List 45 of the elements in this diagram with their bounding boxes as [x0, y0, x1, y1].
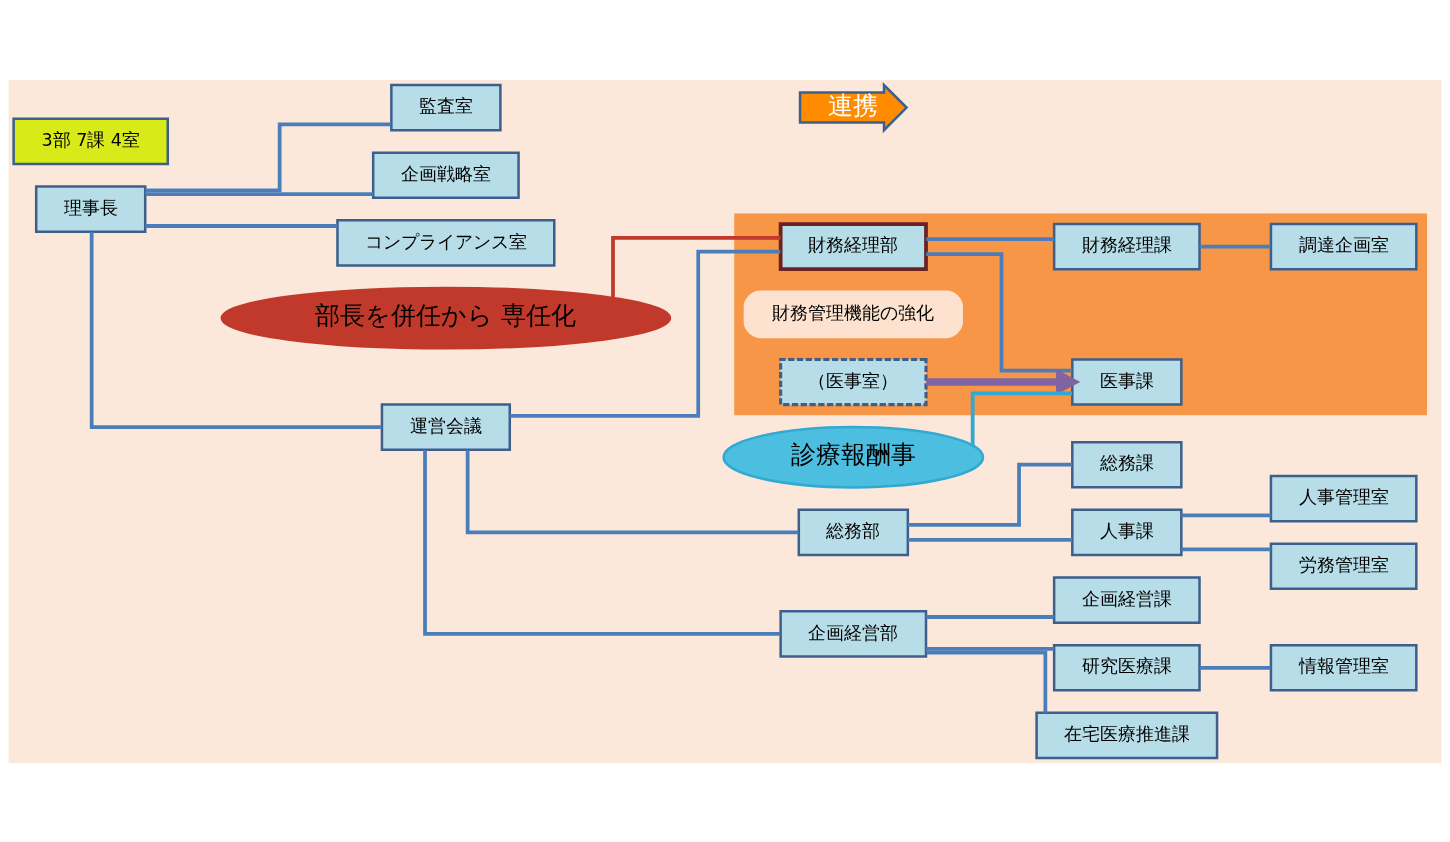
node-ellipse: 部長を併任から 専任化	[220, 286, 672, 350]
node-box: 企画戦略室	[371, 150, 520, 199]
connector	[89, 231, 382, 429]
node-box: 企画経営部	[779, 609, 928, 658]
connector	[1181, 546, 1271, 551]
node-box: 医事課	[1071, 357, 1183, 406]
connector	[926, 646, 1055, 651]
node-box: 労務管理室	[1269, 541, 1418, 590]
connector	[145, 191, 373, 196]
connector	[970, 390, 1073, 445]
node-ellipse: 診療報酬事	[722, 425, 985, 489]
node-box: 財務経理課	[1052, 222, 1201, 270]
node-box: コンプライアンス室	[336, 218, 556, 267]
cluster	[734, 212, 1427, 415]
connector	[926, 650, 1048, 713]
node-box: 3部 7課 4室	[12, 117, 170, 165]
connector	[1199, 244, 1271, 249]
node-box: 財務経理部	[778, 221, 928, 271]
connector	[1199, 665, 1271, 670]
connector	[423, 449, 781, 636]
connector	[145, 122, 391, 192]
node-box: 企画経営課	[1052, 575, 1201, 624]
connector	[926, 614, 1055, 619]
connector	[611, 235, 781, 298]
node-box: 人事管理室	[1269, 474, 1418, 522]
connector	[509, 249, 781, 418]
node-box: 監査室	[390, 83, 502, 131]
connector	[926, 236, 1055, 241]
node-box: 調達企画室	[1269, 222, 1418, 270]
node-box: 在宅医療推進課	[1035, 711, 1219, 759]
connector	[908, 537, 1073, 542]
node-box: 運営会議	[380, 402, 512, 451]
node-box: 総務課	[1071, 440, 1183, 489]
connector	[1181, 513, 1271, 517]
connector	[908, 462, 1073, 527]
node-box: 理事長	[34, 184, 147, 233]
node-box: 総務部	[797, 508, 910, 556]
node-box: 情報管理室	[1269, 643, 1418, 692]
connector	[145, 223, 338, 228]
node-box: 財務管理機能の強化	[743, 290, 963, 338]
node-box: 研究医療課	[1052, 643, 1201, 692]
connector	[465, 449, 799, 534]
node-box: （医事室）	[779, 357, 928, 406]
node-box: 人事課	[1071, 508, 1183, 556]
connector	[926, 251, 1073, 373]
